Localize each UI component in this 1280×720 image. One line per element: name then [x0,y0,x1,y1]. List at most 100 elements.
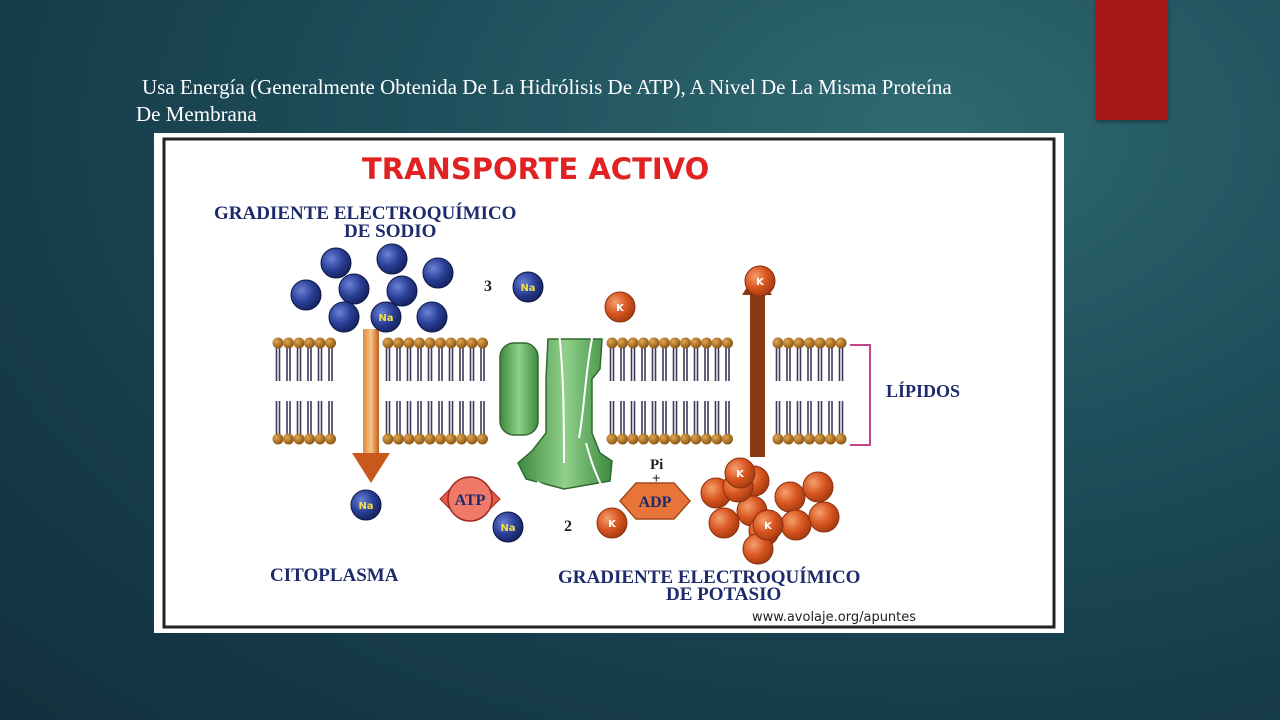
diagram-title: TRANSPORTE ACTIVO [362,152,709,186]
lipid-head [424,337,436,349]
lipid-head [835,433,847,445]
lipid-head [272,433,284,445]
lipid-head [435,433,446,445]
lipid-head [627,433,639,445]
sodium-ion [376,243,408,275]
lipid-head [445,433,457,445]
lipid-head [477,433,488,445]
sodium-down-arrow [352,329,390,483]
potassium-count: 2 [564,518,572,535]
lipid-head [680,337,691,349]
sodium-ion: Na [350,489,382,521]
lipid-head [814,433,826,445]
sodium-gradient-label-line-2: DE SODIO [344,221,436,242]
lipid-head [783,433,794,445]
lipids-bracket [850,344,871,446]
adp-label: ADP [639,494,672,511]
sodium-ion-label: Na [358,501,373,512]
lipid-head [445,337,457,349]
sodium-ion [422,257,454,289]
lipid-head [382,433,394,445]
lipid-head [701,433,712,445]
lipid-head [325,337,336,349]
sodium-ion: Na [492,511,524,543]
lipid-head [825,337,836,349]
lipids-label: LÍPIDOS [886,380,960,401]
sodium-ion [290,279,322,311]
lipid-head [711,433,723,445]
lipid-head [304,337,315,349]
lipid-head [403,433,415,445]
sodium-ion [386,275,418,307]
sodium-ion-label: Na [500,523,515,534]
lipid-head [814,337,826,349]
potassium-up-arrow [742,271,772,457]
lipid-head [283,337,294,349]
lipid-head [793,433,805,445]
sodium-ion-label: Na [378,313,393,324]
potassium-gradient-label-line-2: DE POTASIO [666,584,781,605]
atp-label: ATP [455,492,486,509]
potassium-ion-label: K [616,303,625,314]
lipid-head [680,433,691,445]
pump-protein [499,338,613,490]
lipid-head [304,433,315,445]
lipid-head [435,337,446,349]
sodium-ion [416,301,448,333]
potassium-gradient-label-line-1: GRADIENTE ELECTROQUÍMICO [558,566,860,588]
potassium-ion-label: K [764,521,773,532]
sodium-count: 3 [484,278,492,295]
lipid-head [466,337,478,349]
lipid-head [414,337,425,349]
lipid-head [648,337,660,349]
lipid-head [835,337,847,349]
potassium-ion: K [604,291,636,323]
lipid-head [466,433,478,445]
lipid-head [793,337,805,349]
potassium-ion [802,471,834,503]
active-transport-figure: TRANSPORTE ACTIVO GRADIENTE ELECTROQUÍMI… [154,133,1064,633]
lipid-head [638,433,649,445]
lipid-head [477,337,488,349]
lipid-head [283,433,294,445]
lipid-head [627,337,639,349]
sodium-ion [320,247,352,279]
lipid-head [403,337,415,349]
lipid-head [393,433,404,445]
sodium-ion-label: Na [520,283,535,294]
plus-sign: + [652,471,661,487]
atp-molecule: ATP [439,476,501,522]
sodium-gradient-label-line-1: GRADIENTE ELECTROQUÍMICO [214,202,516,224]
lipid-head [772,433,784,445]
lipid-head [606,433,618,445]
pi-label: Pi [650,457,663,473]
lipid-head [722,337,733,349]
lipid-head [701,337,712,349]
lipid-head [825,433,836,445]
potassium-ion-label: K [756,277,765,288]
lipid-head [711,337,723,349]
lipid-head [414,433,425,445]
lipid-head [722,433,733,445]
lipid-head [424,433,436,445]
cytoplasm-label: CITOPLASMA [270,565,399,586]
potassium-ion [774,481,806,513]
sodium-ion: Na [512,271,544,303]
potassium-ion-label: K [608,519,617,530]
lipid-head [382,337,394,349]
potassium-ion [708,507,740,539]
lipid-head [690,433,702,445]
lipid-head [393,337,404,349]
lipid-head [648,433,660,445]
slide-body-text: Usa Energía (Generalmente Obtenida De La… [136,74,1096,128]
lipid-bilayer [272,337,847,445]
figure-frame [162,137,1056,629]
slide-text-line-1: Usa Energía (Generalmente Obtenida De La… [142,75,952,99]
potassium-ion: K [752,509,784,541]
lipid-head [690,337,702,349]
accent-bar [1096,0,1168,120]
lipid-head [325,433,336,445]
lipid-head [669,433,681,445]
lipid-head [772,337,784,349]
